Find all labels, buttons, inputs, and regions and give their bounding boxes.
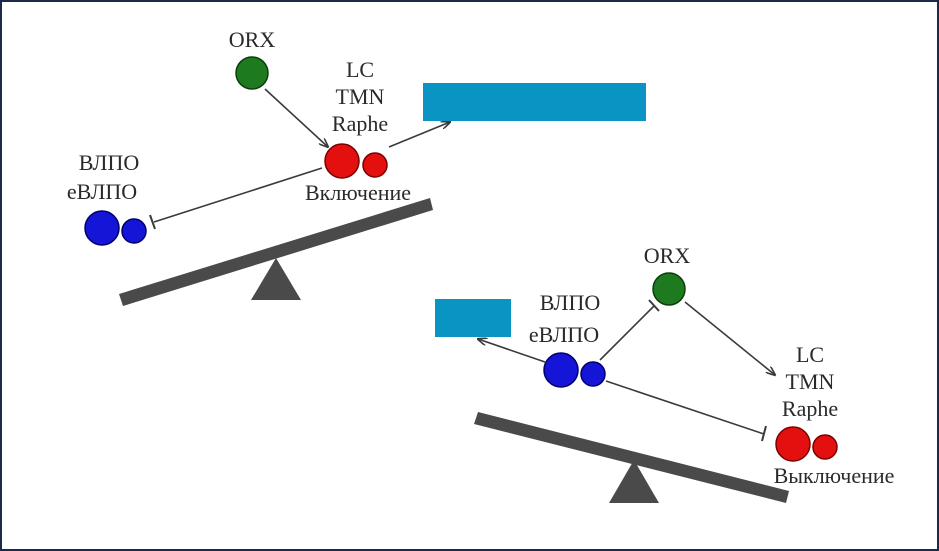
top-raphe-label: Raphe <box>332 111 388 136</box>
bottom-orx-arrow <box>684 301 775 375</box>
bottom-panel: ORX ВЛПО еВЛПО LC TMN Raphe Выключение <box>435 243 894 503</box>
top-tmn-label: TMN <box>336 84 385 109</box>
top-output-arrow <box>388 122 450 148</box>
top-orx-node <box>235 56 269 90</box>
bottom-redaction-box <box>435 299 511 337</box>
bottom-evlpo-label: еВЛПО <box>529 322 599 347</box>
bottom-tmn-label: TMN <box>786 369 835 394</box>
top-evlpo-label: еВЛПО <box>67 179 137 204</box>
top-wake-node-large <box>324 143 360 179</box>
bottom-output-arrow <box>478 339 546 363</box>
bottom-seesaw-beam <box>474 412 789 503</box>
top-vlpo-label: ВЛПО <box>79 150 140 175</box>
bottom-sleep-node-small <box>580 361 606 387</box>
bottom-state-label: Выключение <box>774 463 895 488</box>
bottom-vlpo-label: ВЛПО <box>540 290 601 315</box>
bottom-fulcrum-triangle <box>609 460 659 503</box>
bottom-orx-label: ORX <box>644 243 691 268</box>
top-fulcrum-triangle <box>251 258 301 300</box>
top-wake-node-small <box>362 152 388 178</box>
bottom-raphe-label: Raphe <box>782 396 838 421</box>
top-lc-label: LC <box>346 57 374 82</box>
bottom-sleep-node-large <box>543 352 579 388</box>
top-orx-label: ORX <box>229 27 276 52</box>
top-redaction-box <box>423 83 646 121</box>
bottom-wake-node-large <box>775 426 811 462</box>
bottom-orx-inhibition-line <box>599 305 655 361</box>
top-sleep-node-large <box>84 210 120 246</box>
bottom-orx-node <box>652 272 686 306</box>
top-orx-arrow <box>264 88 328 147</box>
bottom-wake-node-small <box>812 434 838 460</box>
top-panel: ORX LC TMN Raphe Включение ВЛПО еВЛПО <box>67 27 646 306</box>
top-inhibition-bar <box>149 214 156 230</box>
top-sleep-node-small <box>121 218 147 244</box>
bottom-lc-label: LC <box>796 342 824 367</box>
bottom-inhibition-bar <box>761 425 767 442</box>
bottom-inhibition-line <box>605 380 765 435</box>
top-state-label: Включение <box>305 180 411 205</box>
top-seesaw-beam <box>119 198 433 306</box>
bottom-orx-inhibition-bar <box>648 299 660 312</box>
top-inhibition-line <box>153 167 323 223</box>
